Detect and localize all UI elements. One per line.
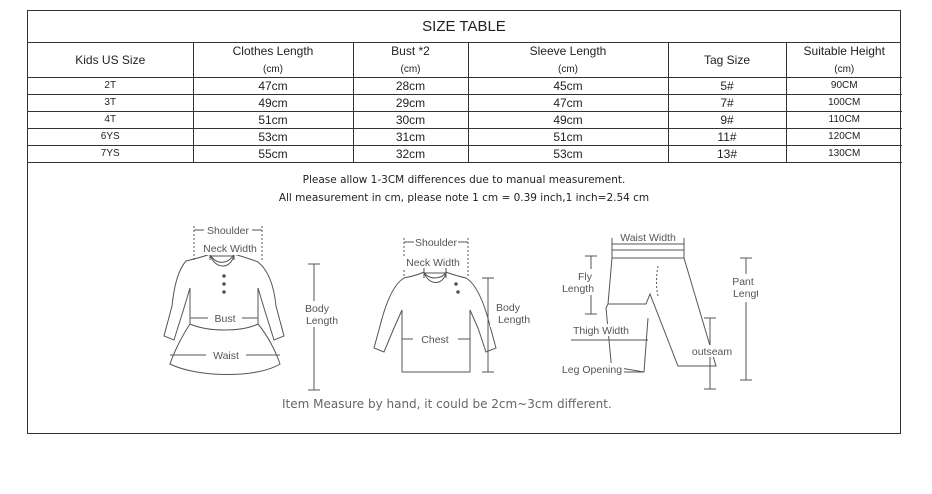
note-tolerance: Please allow 1-3CM differences due to ma… [302,174,626,186]
column-header-unit: (cm) [558,63,578,75]
column-header: Tag Size [667,43,787,78]
shirt-neck-label: Neck Width [406,257,460,269]
column-header-label: Sleeve Length [529,43,607,58]
table-cell: 9# [667,111,787,129]
table-cell: 11# [667,128,787,146]
column-header-label: Bust *2 [391,43,430,58]
table-cell: 130CM [785,145,902,163]
table-cell: 7# [667,94,787,112]
table-cell: 110CM [785,111,902,129]
column-header-unit: (cm) [263,63,283,75]
measurement-diagram: Shoulder Neck Width Bust Waist Body Leng… [163,224,758,391]
column-header: Suitable Height (cm) [785,43,902,78]
dress-body-length-label-1: Body [305,303,330,315]
table-cell: 55cm [192,145,354,163]
pants-waist-label: Waist Width [620,232,676,244]
column-header-unit: (cm) [400,63,421,75]
size-table: Kids US Size Clothes Length (cm) Bust *2 (cm… [28,43,902,163]
table-cell: 49cm [467,111,669,129]
table-cell: 45cm [467,77,669,95]
table-cell: 30cm [352,111,469,129]
table-cell: 31cm [352,128,469,146]
pants-leg-opening-label: Leg Opening [562,364,622,376]
table-cell: 4T [28,111,194,129]
table-cell: 51cm [467,128,669,146]
dress-body-length-label-2: Length [306,315,338,327]
table-cell: 32cm [352,145,469,163]
dress-waist-label: Waist [213,350,239,362]
dress-bust-label: Bust [214,313,235,325]
table-cell: 5# [667,77,787,95]
pants-outseam-label: outseam [692,346,733,358]
column-header: Kids US Size [28,43,194,78]
note-conversion: All measurement in cm, please note 1 cm … [278,192,650,204]
table-cell: 6YS [28,128,194,146]
table-cell: 49cm [192,94,354,112]
table-title: SIZE TABLE [28,11,900,43]
column-header: Sleeve Length (cm) [467,43,669,78]
table-cell: 53cm [467,145,669,163]
table-cell: 53cm [192,128,354,146]
column-header-unit: (cm) [834,63,855,75]
pants-fly-label-1: Fly [578,271,593,283]
column-header-label: Tag Size [703,52,751,67]
column-header-label: Clothes Length [232,43,314,58]
table-cell: 120CM [785,128,902,146]
measure-footnote: Item Measure by hand, it could be 2cm~3c… [282,397,612,411]
notes: Please allow 1-3CM differences due to ma… [28,171,900,207]
pants-length-label-2: Length [733,288,758,300]
table-cell: 47cm [192,77,354,95]
table-cell: 51cm [192,111,354,129]
dress-illustration [163,253,285,375]
table-header-row: Kids US Size Clothes Length (cm) Bust *2 (cm… [28,43,902,78]
table-cell: 28cm [352,77,469,95]
column-header: Clothes Length (cm) [192,43,354,78]
table-cell: 90CM [785,77,902,95]
column-header-label: Kids US Size [75,52,146,67]
pants-length-label-1: Pant [732,276,754,288]
table-cell: 47cm [467,94,669,112]
dress-neck-label: Neck Width [203,243,257,255]
table-cell: 3T [28,94,194,112]
pants-fly-label-2: Length [562,283,594,295]
table-cell: 29cm [352,94,469,112]
shirt-body-length-label-2: Length [498,314,530,326]
table-cell: 100CM [785,94,902,112]
dress-shoulder-label: Shoulder [207,225,250,237]
shirt-illustration [373,271,497,373]
column-header: Bust *2 (cm) [352,43,469,78]
table-cell: 2T [28,77,194,95]
size-table-panel: SIZE TABLE Kids US Size Clothes Length (cm… [27,10,902,434]
pants-thigh-label: Thigh Width [573,325,629,337]
column-header-label: Suitable Height [803,43,885,58]
shirt-chest-label: Chest [421,334,449,346]
table-cell: 7YS [28,145,194,163]
shirt-body-length-label-1: Body [496,302,521,314]
table-cell: 13# [667,145,787,163]
shirt-shoulder-label: Shoulder [415,237,458,249]
